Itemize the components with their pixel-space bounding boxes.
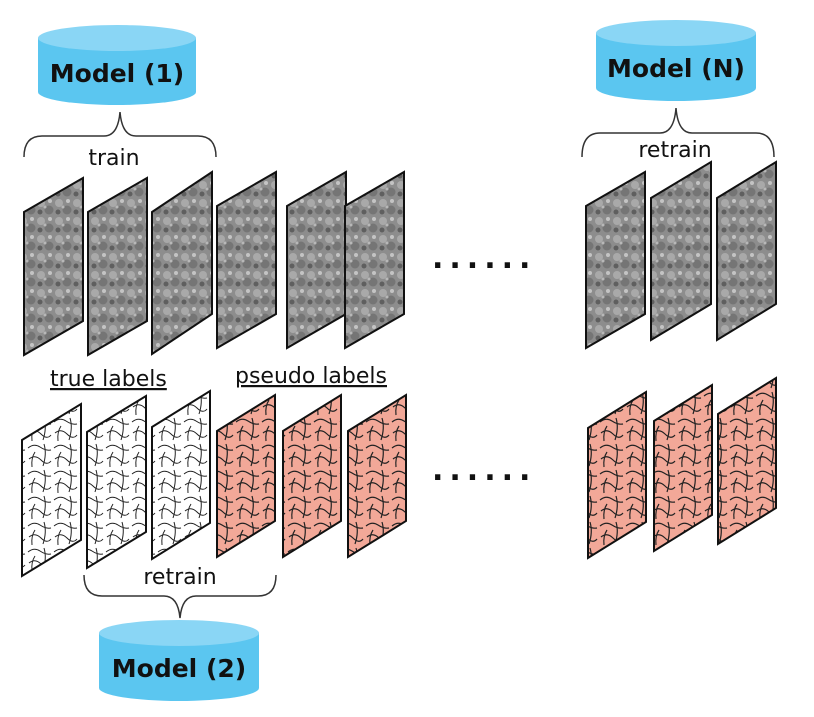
model-2-label: Model (2) — [112, 654, 246, 683]
image-slice — [216, 170, 277, 350]
retrain-top-caption: retrain — [638, 138, 711, 163]
true-label-slice — [151, 389, 211, 561]
model-n-cylinder: Model (N) — [596, 20, 756, 101]
image-slice — [716, 160, 777, 342]
pseudo-label-slice — [282, 393, 342, 559]
label-slices-row — [21, 376, 777, 578]
pseudo-label-slice — [587, 390, 647, 560]
image-slice — [585, 170, 646, 350]
image-slice — [87, 176, 148, 357]
train-brace — [23, 111, 217, 158]
model-1-label: Model (1) — [50, 59, 184, 88]
image-slice — [286, 170, 347, 350]
model-1-cylinder: Model (1) — [38, 25, 196, 105]
true-label-slice — [86, 394, 147, 570]
ellipsis-bottom: ...... — [432, 453, 536, 488]
image-slice — [650, 160, 712, 342]
pseudo-label-slice — [717, 376, 777, 546]
retrain-top-brace — [581, 107, 775, 158]
retrain-bottom-caption: retrain — [143, 565, 216, 590]
pseudo-label-slice — [347, 393, 407, 559]
train-caption: train — [88, 146, 139, 171]
pseudo-label-slice — [653, 383, 713, 553]
retrain-bottom-brace — [83, 574, 277, 619]
image-slice — [344, 170, 405, 350]
ellipsis-top: ...... — [432, 241, 536, 276]
model-n-label: Model (N) — [607, 54, 745, 83]
image-slice — [151, 170, 213, 356]
true-label-slice — [21, 402, 82, 578]
pseudo-label-slice — [216, 393, 276, 559]
true-labels-heading: true labels — [50, 367, 167, 392]
image-slice — [23, 176, 84, 357]
pseudo-labels-heading: pseudo labels — [235, 364, 387, 389]
model-2-cylinder: Model (2) — [99, 620, 259, 701]
image-slices-row — [23, 160, 777, 357]
